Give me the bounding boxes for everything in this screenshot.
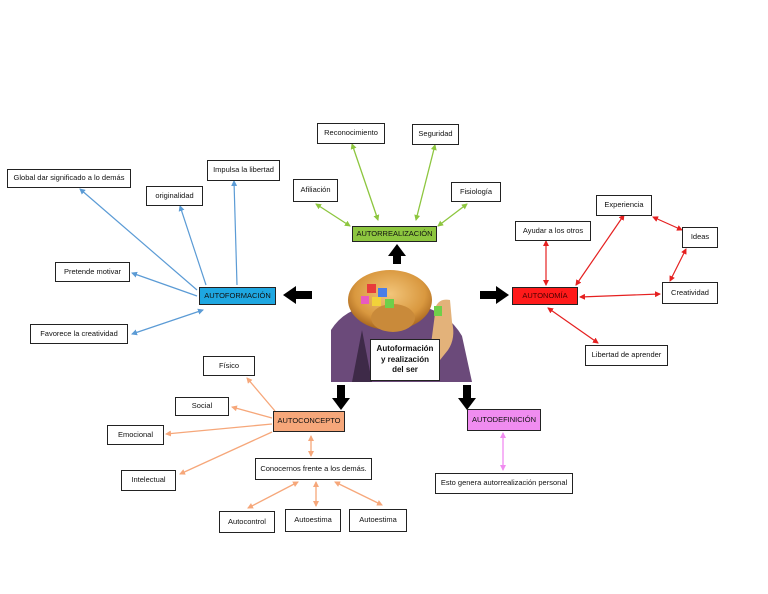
node-libertad-aprender: Libertad de aprender xyxy=(585,345,668,366)
node-ideas: Ideas xyxy=(682,227,718,248)
node-seguridad: Seguridad xyxy=(412,124,459,145)
center-title: Autoformación y realización del ser xyxy=(370,339,440,381)
node-genera-autorrealizacion: Esto genera autorrealización personal xyxy=(435,473,573,494)
hub-autoconcepto: AUTOCONCEPTO xyxy=(273,411,345,432)
node-reconocimiento: Reconocimiento xyxy=(317,123,385,144)
node-ayudar-otros: Ayudar a los otros xyxy=(515,221,591,241)
node-favorece-creatividad: Favorece la creatividad xyxy=(30,324,128,344)
autoformacion-connectors xyxy=(79,180,238,336)
hub-autodefinicion: AUTODEFINICIÓN xyxy=(467,409,541,431)
node-fisiologia: Fisiología xyxy=(451,182,501,202)
node-emocional: Emocional xyxy=(107,425,164,445)
hub-autonomia: AUTONOMÍA xyxy=(512,287,578,305)
center-arrows xyxy=(283,244,509,410)
node-global-dar-significado: Global dar significado a lo demás xyxy=(7,169,131,188)
node-social: Social xyxy=(175,397,229,416)
node-conocernos: Conocernos frente a los demás. xyxy=(255,458,372,480)
node-originalidad: originalidad xyxy=(146,186,203,206)
node-impulsa-libertad: Impulsa la libertad xyxy=(207,160,280,181)
autorrealizacion-connectors xyxy=(315,143,468,227)
node-afiliacion: Afiliación xyxy=(293,179,338,202)
autonomia-connectors xyxy=(543,214,687,344)
node-pretende-motivar: Pretende motivar xyxy=(55,262,130,282)
node-fisico: Físico xyxy=(203,356,255,376)
node-intelectual: Intelectual xyxy=(121,470,176,491)
node-autoestima-2: Autoestima xyxy=(349,509,407,532)
node-experiencia: Experiencia xyxy=(596,195,652,216)
node-autoestima-1: Autoestima xyxy=(285,509,341,532)
node-autocontrol: Autocontrol xyxy=(219,511,275,533)
hub-autorrealizacion: AUTORREALIZACIÓN xyxy=(352,226,437,242)
hub-autoformacion: AUTOFORMACIÓN xyxy=(199,287,276,305)
node-creatividad: Creatividad xyxy=(662,282,718,304)
autoconcepto-connectors xyxy=(165,377,383,509)
